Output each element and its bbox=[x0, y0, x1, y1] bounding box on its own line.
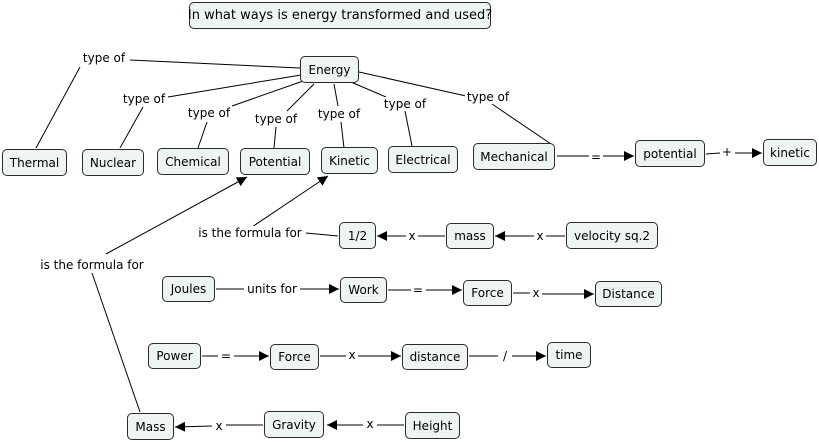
electrical-node[interactable]: Electrical bbox=[388, 146, 458, 173]
link-label-units-for: units for bbox=[245, 282, 299, 296]
time-node[interactable]: time bbox=[547, 342, 591, 368]
work-node[interactable]: Work bbox=[340, 277, 387, 303]
link-label-formula-potential: is the formula for bbox=[38, 258, 146, 272]
force-node-1[interactable]: Force bbox=[463, 280, 512, 306]
question-node[interactable]: In what ways is energy transformed and u… bbox=[188, 2, 492, 29]
distance-node-1[interactable]: Distance bbox=[595, 281, 662, 307]
joules-node[interactable]: Joules bbox=[162, 276, 215, 302]
link-energy-chemical bbox=[231, 79, 307, 107]
half-node[interactable]: 1/2 bbox=[339, 222, 376, 249]
potential-lc-node[interactable]: potential bbox=[635, 140, 705, 167]
link-label-x-force2: x bbox=[346, 348, 358, 362]
link-energy-mechanical bbox=[358, 71, 467, 97]
potential-node[interactable]: Potential bbox=[240, 148, 310, 175]
arrow-formula-kinetic bbox=[251, 175, 329, 228]
link-electrical-label bbox=[404, 110, 413, 147]
link-label-formula-kinetic: is the formula for bbox=[196, 226, 304, 240]
link-thermal-label bbox=[35, 66, 81, 149]
link-label-type-of-chemical: type of bbox=[185, 106, 233, 120]
link-energy-thermal bbox=[129, 59, 301, 69]
link-label-plus: + bbox=[719, 145, 735, 159]
kinetic-lc-node[interactable]: kinetic bbox=[763, 139, 817, 166]
link-label-slash: / bbox=[500, 349, 510, 363]
force-node-2[interactable]: Force bbox=[270, 344, 319, 370]
energy-node[interactable]: Energy bbox=[300, 56, 359, 83]
link-nuclear-label bbox=[119, 106, 144, 149]
link-kinetic-label bbox=[340, 121, 345, 149]
mechanical-node[interactable]: Mechanical bbox=[473, 143, 555, 170]
distance-node-2[interactable]: distance bbox=[402, 344, 468, 370]
link-mass-formula bbox=[91, 272, 141, 413]
link-label-x-gravity: x bbox=[364, 417, 376, 431]
link-label-type-of-potential: type of bbox=[252, 112, 300, 126]
link-label-x-half: x bbox=[406, 229, 418, 243]
link-label-type-of-thermal: type of bbox=[80, 51, 128, 65]
link-half-formula bbox=[305, 232, 339, 237]
link-label-x-mass: x bbox=[534, 229, 546, 243]
link-label-eq-power: = bbox=[218, 349, 234, 363]
link-label-eq-mechanical: = bbox=[588, 150, 604, 164]
link-energy-nuclear bbox=[167, 74, 302, 98]
height-node[interactable]: Height bbox=[405, 412, 460, 439]
link-label-x-force1: x bbox=[530, 286, 542, 300]
link-label-type-of-nuclear: type of bbox=[120, 92, 168, 106]
link-chemical-label bbox=[197, 121, 208, 149]
gravity-node[interactable]: Gravity bbox=[264, 411, 324, 438]
link-label-x-mass-cap: x bbox=[213, 419, 225, 433]
thermal-node[interactable]: Thermal bbox=[2, 149, 67, 176]
link-potential-plus bbox=[705, 152, 721, 155]
mass-cap-node[interactable]: Mass bbox=[127, 413, 174, 440]
kinetic-node[interactable]: Kinetic bbox=[321, 147, 378, 174]
link-mechanical-label bbox=[491, 103, 552, 145]
velocity-node[interactable]: velocity sq.2 bbox=[566, 222, 658, 249]
link-label-type-of-mechanical: type of bbox=[464, 90, 512, 104]
arrow-x-mass-cap bbox=[174, 421, 213, 432]
nuclear-node[interactable]: Nuclear bbox=[82, 149, 144, 176]
arrow-formula-potential bbox=[105, 176, 248, 255]
link-energy-kinetic bbox=[333, 83, 339, 107]
link-energy-electrical bbox=[350, 81, 387, 98]
link-potential-label bbox=[273, 126, 277, 149]
power-node[interactable]: Power bbox=[148, 343, 201, 369]
mass-node[interactable]: mass bbox=[446, 223, 494, 249]
chemical-node[interactable]: Chemical bbox=[157, 148, 229, 175]
link-label-eq-work: = bbox=[410, 283, 426, 297]
link-energy-potential bbox=[286, 83, 315, 112]
link-label-type-of-electrical: type of bbox=[381, 97, 429, 111]
link-label-type-of-kinetic: type of bbox=[315, 107, 363, 121]
